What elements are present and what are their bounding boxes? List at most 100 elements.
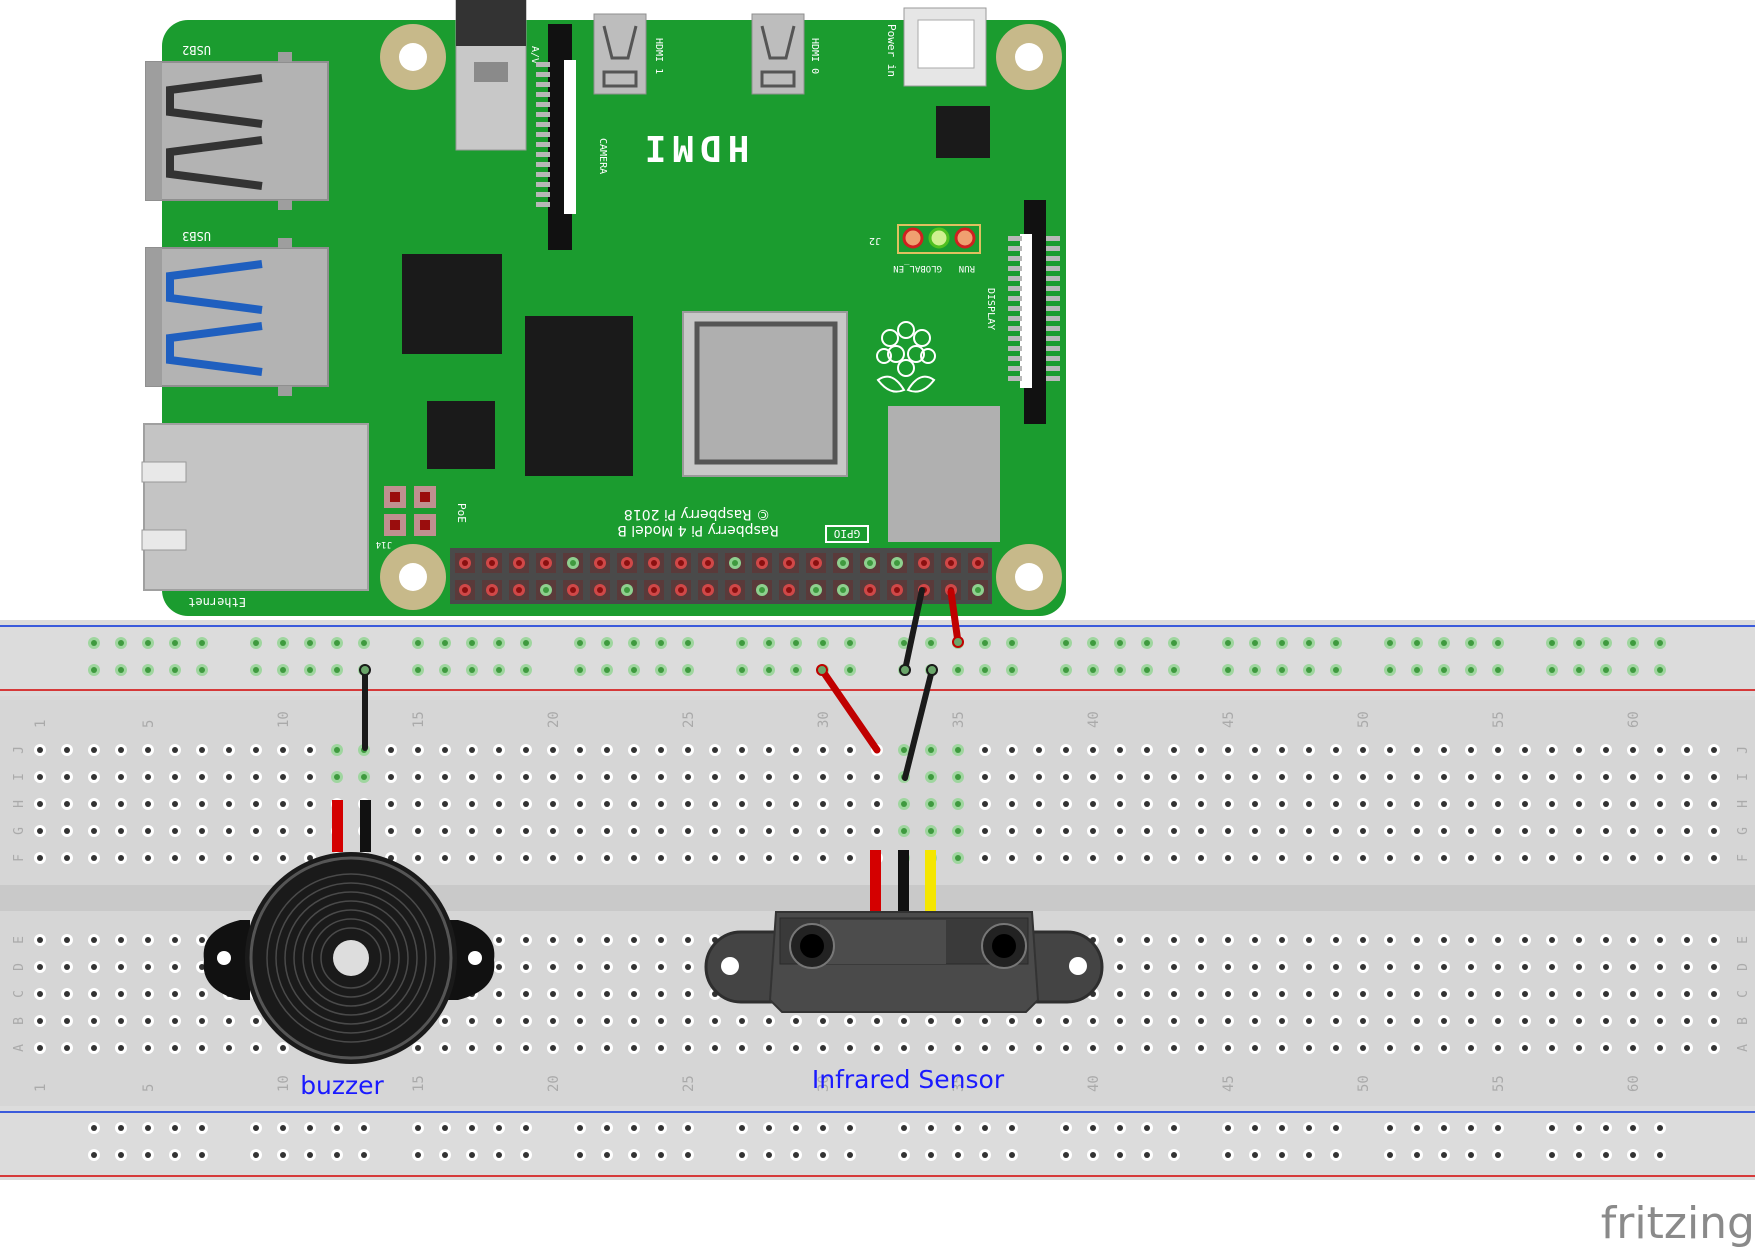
breadboard-hole [790,637,802,649]
breadboard-hole [952,744,964,756]
breadboard-hole [196,1015,208,1027]
breadboard-hole [1465,637,1477,649]
connector-pin [1046,246,1060,251]
breadboard-hole [88,664,100,676]
breadboard-hole [1681,1015,1693,1027]
breadboard-hole [1276,637,1288,649]
breadboard-hole [169,664,181,676]
breadboard-hole [196,798,208,810]
breadboard-hole [1492,961,1504,973]
breadboard-hole [601,1015,613,1027]
breadboard-hole [1168,1042,1180,1054]
breadboard-hole [358,637,370,649]
breadboard-hole [1357,961,1369,973]
breadboard-hole [655,664,667,676]
breadboard-hole [439,1149,451,1161]
breadboard-hole [1384,637,1396,649]
breadboard-hole [1249,934,1261,946]
breadboard-hole [817,771,829,783]
breadboard-hole [1681,798,1693,810]
breadboard-hole [601,1149,613,1161]
breadboard-hole [520,1015,532,1027]
breadboard-hole [1573,934,1585,946]
breadboard-hole [520,798,532,810]
gpio-pin [590,553,610,573]
breadboard-hole [1411,664,1423,676]
breadboard-hole [547,1042,559,1054]
buzzer-ring [302,909,400,1007]
infrared-sensor [704,850,1104,1013]
breadboard-hole [574,798,586,810]
breadboard-hole [115,1149,127,1161]
gpio-pin [563,580,583,600]
breadboard-hole [1708,825,1720,837]
breadboard-hole [979,1149,991,1161]
breadboard-hole [1492,1122,1504,1134]
breadboard-hole [1249,1122,1261,1134]
breadboard-hole [844,798,856,810]
breadboard-hole [439,1015,451,1027]
breadboard-hole [1681,744,1693,756]
breadboard-hole [763,1122,775,1134]
breadboard-hole [1357,798,1369,810]
breadboard-hole [520,664,532,676]
breadboard-hole [1600,771,1612,783]
breadboard-hole [1006,825,1018,837]
breadboard-hole [1276,771,1288,783]
gpio-pin [887,580,907,600]
breadboard-hole [1627,1042,1639,1054]
breadboard-hole [844,771,856,783]
gpio-pin [671,553,691,573]
breadboard-hole [790,771,802,783]
breadboard-hole [493,1015,505,1027]
breadboard-hole [682,771,694,783]
breadboard-hole [385,798,397,810]
breadboard-hole [1114,771,1126,783]
breadboard-hole [1708,744,1720,756]
breadboard-hole [1465,1122,1477,1134]
buzzer [203,800,495,1064]
breadboard-hole [1114,744,1126,756]
gpio-pin [509,553,529,573]
gpio-pin [806,580,826,600]
breadboard-hole [574,934,586,946]
breadboard-hole [1384,852,1396,864]
connector-pin [1046,236,1060,241]
breadboard-hole [1627,637,1639,649]
breadboard-hole [1195,744,1207,756]
breadboard-hole [1168,825,1180,837]
mounting-hole [996,544,1062,610]
breadboard-hole [1006,852,1018,864]
breadboard-hole [925,798,937,810]
breadboard-hole [1681,934,1693,946]
breadboard-hole [142,771,154,783]
breadboard-hole [1357,825,1369,837]
breadboard-hole [331,637,343,649]
connector-pin [1046,256,1060,261]
breadboard-hole [1222,744,1234,756]
breadboard-hole [1546,1015,1558,1027]
breadboard-hole [1330,664,1342,676]
breadboard-hole [1627,664,1639,676]
breadboard-hole [493,798,505,810]
breadboard-hole [1708,961,1720,973]
breadboard-hole [412,825,424,837]
wire-black [902,587,925,673]
breadboard-hole [952,1122,964,1134]
breadboard-hole [898,744,910,756]
connector-pin [536,122,550,127]
breadboard-hole [1627,1122,1639,1134]
breadboard-hole [1546,961,1558,973]
breadboard-hole [655,961,667,973]
breadboard-hole [1168,637,1180,649]
breadboard-hole [1411,1015,1423,1027]
hdmi-silkscreen-label: HDMI [639,127,750,168]
breadboard-hole [88,934,100,946]
breadboard-hole [34,825,46,837]
breadboard-hole [1168,852,1180,864]
breadboard-hole [1411,771,1423,783]
breadboard-hole [466,1042,478,1054]
breadboard-hole [88,825,100,837]
breadboard-hole [88,1015,100,1027]
breadboard-hole [1600,852,1612,864]
